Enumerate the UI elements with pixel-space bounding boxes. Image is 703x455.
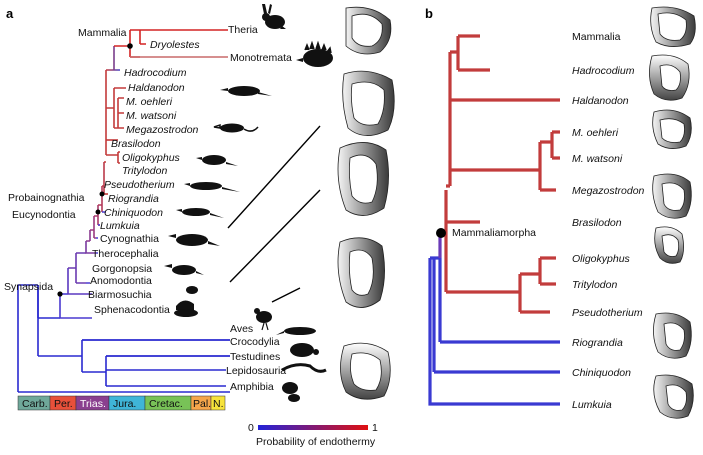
taxon-chiniquodon: Chiniquodon <box>104 207 163 219</box>
b-taxon-brasilodon: Brasilodon <box>572 217 622 229</box>
frog-silhouette-icon <box>282 382 300 402</box>
taxon-aves: Aves <box>230 323 253 335</box>
panel-b-taxa: Mammalia Hadrocodium Haldanodon M. oehle… <box>572 31 645 411</box>
rabbit-silhouette-icon <box>262 4 286 29</box>
clade-mammalia: Mammalia <box>78 27 127 39</box>
panel-a-silhouettes <box>164 4 333 402</box>
taxon-haldanodon: Haldanodon <box>128 82 185 94</box>
panel-b-tree <box>428 34 560 406</box>
dicynodont-silhouette-icon <box>186 286 198 294</box>
clade-eucynodontia: Eucynodontia <box>12 209 76 221</box>
period-jurassic: Jura. <box>113 398 136 410</box>
cynognathus-silhouette-icon <box>168 234 220 246</box>
crocodile-silhouette-icon <box>276 327 316 335</box>
haldanodon-silhouette-icon <box>220 86 272 96</box>
taxon-tritylodon: Tritylodon <box>122 165 167 177</box>
panel-a-taxa: Theria Dryolestes Monotremata Hadrocodiu… <box>88 24 292 393</box>
b-taxon-pseudotherium: Pseudotherium <box>572 307 643 319</box>
taxon-pseudotherium: Pseudotherium <box>104 179 175 191</box>
bird-silhouette-icon <box>254 308 272 331</box>
node-mammaliamorpha: Mammaliamorpha <box>452 227 536 239</box>
b-taxon-lumkuia: Lumkuia <box>572 399 612 411</box>
morganucodon-silhouette-icon <box>213 123 259 133</box>
b-taxon-haldanodon: Haldanodon <box>572 95 629 107</box>
gorgonopsid-silhouette-icon <box>164 264 204 275</box>
b-taxon-tritylodon: Tritylodon <box>572 279 617 291</box>
period-neogene: N. <box>213 398 224 410</box>
taxon-cynognathia: Cynognathia <box>100 233 159 245</box>
panel-a-bone-sections <box>227 6 395 400</box>
taxon-hadrocodium: Hadrocodium <box>124 67 187 79</box>
taxon-crocodylia: Crocodylia <box>230 336 280 348</box>
taxon-dryolestes: Dryolestes <box>150 39 200 51</box>
period-paleogene: Pal. <box>193 398 211 410</box>
taxon-amphibia: Amphibia <box>230 381 274 393</box>
legend-min: 0 <box>248 422 254 434</box>
geologic-time-bar: Carb. Per. Trias. Jura. Cretac. Pal. N. <box>17 395 226 411</box>
taxon-megazostrodon: Megazostrodon <box>126 124 199 136</box>
panel-a-outgroup-lines <box>82 339 230 371</box>
panel-b-label: b <box>425 6 433 21</box>
legend-max: 1 <box>372 422 378 434</box>
taxon-testudines: Testudines <box>230 351 280 363</box>
taxon-monotremata: Monotremata <box>230 52 292 64</box>
period-permian: Per. <box>54 398 73 410</box>
riograndia-silhouette-icon <box>176 208 224 218</box>
b-taxon-mammalia: Mammalia <box>572 31 621 43</box>
b-taxon-m-watsoni: M. watsoni <box>572 153 623 165</box>
dimetrodon-silhouette-icon <box>174 300 198 317</box>
b-taxon-megazostrodon: Megazostrodon <box>572 185 645 197</box>
tritylodont-silhouette-icon <box>196 155 238 166</box>
clade-probainognathia: Probainognathia <box>8 192 85 204</box>
taxon-riograndia: Riograndia <box>108 193 159 205</box>
taxon-m-oehleri: M. oehleri <box>126 96 173 108</box>
panel-b-bone-sections <box>649 6 696 419</box>
mammaliamorpha-node-dot <box>436 228 446 238</box>
lizardlike-silhouette-icon <box>184 182 240 192</box>
taxon-lumkuia: Lumkuia <box>100 220 140 232</box>
echidna-silhouette-icon <box>296 40 333 67</box>
b-taxon-riograndia: Riograndia <box>572 337 623 349</box>
lizard-silhouette-icon <box>281 363 327 373</box>
clade-synapsida: Synapsida <box>4 281 53 293</box>
taxon-theria: Theria <box>228 24 258 36</box>
taxon-anomodontia: Anomodontia <box>90 275 152 287</box>
period-triassic: Trias. <box>80 398 106 410</box>
period-cretaceous: Cretac. <box>149 398 183 410</box>
period-carboniferous: Carb. <box>22 398 48 410</box>
panel-a-label: a <box>6 6 14 21</box>
taxon-gorgonopsia: Gorgonopsia <box>92 263 152 275</box>
b-taxon-hadrocodium: Hadrocodium <box>572 65 635 77</box>
taxon-biarmosuchia: Biarmosuchia <box>88 289 152 301</box>
endothermy-legend: 0 1 Probability of endothermy <box>248 422 378 448</box>
taxon-m-watsoni: M. watsoni <box>126 110 177 122</box>
turtle-silhouette-icon <box>290 343 319 357</box>
legend-title: Probability of endothermy <box>256 436 376 448</box>
b-taxon-m-oehleri: M. oehleri <box>572 127 619 139</box>
taxon-lepidosauria: Lepidosauria <box>226 365 286 377</box>
taxon-sphenacodontia: Sphenacodontia <box>94 304 170 316</box>
panel-a-nodes <box>57 43 133 297</box>
b-taxon-chiniquodon: Chiniquodon <box>572 367 631 379</box>
taxon-therocephalia: Therocephalia <box>92 248 159 260</box>
taxon-brasilodon: Brasilodon <box>111 138 161 150</box>
b-taxon-oligokyphus: Oligokyphus <box>572 253 631 265</box>
taxon-oligokyphus: Oligokyphus <box>122 152 181 164</box>
